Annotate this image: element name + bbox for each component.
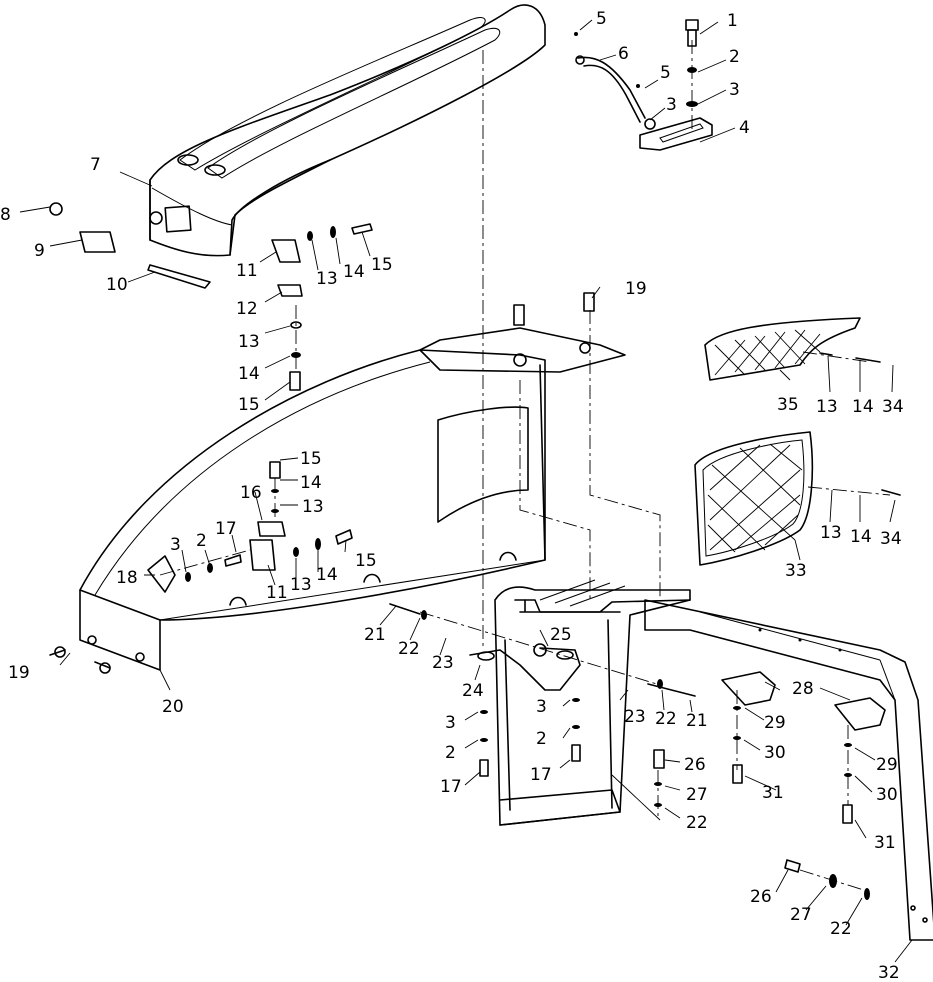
callout-14: 14	[300, 473, 322, 493]
lamp-and-seal	[49, 202, 211, 289]
callout-2: 2	[196, 531, 207, 551]
callout-6: 6	[618, 44, 629, 64]
callout-21: 21	[686, 711, 708, 731]
callout-14: 14	[852, 397, 874, 417]
callout-3: 3	[536, 697, 547, 717]
callout-11: 11	[236, 261, 258, 281]
callout-34: 34	[880, 529, 902, 549]
callout-22: 22	[655, 709, 677, 729]
callout-11: 11	[266, 583, 288, 603]
callout-29: 29	[764, 713, 786, 733]
callout-23: 23	[432, 653, 454, 673]
callout-21: 21	[364, 625, 386, 645]
callout-14: 14	[238, 364, 260, 384]
callout-13: 13	[238, 332, 260, 352]
callout-3: 3	[445, 713, 456, 733]
callout-7: 7	[90, 155, 101, 175]
callout-13: 13	[816, 397, 838, 417]
callout-13: 13	[316, 269, 338, 289]
callout-3: 3	[170, 535, 181, 555]
callout-13: 13	[820, 523, 842, 543]
callout-13: 13	[290, 575, 312, 595]
callout-23: 23	[624, 707, 646, 727]
grill-33	[694, 431, 814, 566]
callout-19: 19	[8, 663, 30, 683]
brackets-28	[721, 671, 886, 824]
callout-labels: 1 2 3 4 5 5 6 3 7 8 9 10 11 13 14 15 12 …	[0, 9, 904, 982]
callout-31: 31	[762, 783, 784, 803]
center-lines	[159, 40, 891, 893]
callout-8: 8	[0, 205, 11, 225]
callout-4: 4	[739, 118, 750, 138]
callout-3: 3	[666, 95, 677, 115]
right-side-frame	[644, 599, 933, 941]
callout-34: 34	[882, 397, 904, 417]
callout-26: 26	[684, 755, 706, 775]
main-fender-panel	[79, 327, 626, 671]
callout-5: 5	[660, 63, 671, 83]
callout-12: 12	[236, 299, 258, 319]
callout-10: 10	[106, 275, 128, 295]
callout-28: 28	[792, 679, 814, 699]
callout-32: 32	[878, 963, 900, 982]
lower-hardware	[49, 292, 901, 900]
callout-22: 22	[830, 919, 852, 939]
callout-1: 1	[727, 11, 738, 31]
grill-35	[704, 317, 861, 381]
callout-17: 17	[530, 765, 552, 785]
callout-2: 2	[445, 743, 456, 763]
step-frame	[469, 579, 691, 826]
mirror-arm-assembly	[575, 55, 713, 151]
callout-22: 22	[686, 813, 708, 833]
callout-15: 15	[300, 449, 322, 469]
callout-14: 14	[850, 527, 872, 547]
callout-30: 30	[876, 785, 898, 805]
callout-27: 27	[686, 785, 708, 805]
callout-2: 2	[536, 729, 547, 749]
callout-17: 17	[440, 777, 462, 797]
callout-5: 5	[596, 9, 607, 29]
callout-13: 13	[302, 497, 324, 517]
callout-29: 29	[876, 755, 898, 775]
callout-35: 35	[777, 395, 799, 415]
callout-24: 24	[462, 681, 484, 701]
callout-3: 3	[729, 80, 740, 100]
callout-25: 25	[550, 625, 572, 645]
hardware-stack-top	[574, 19, 699, 107]
callout-15: 15	[355, 551, 377, 571]
leader-lines	[19, 19, 913, 963]
callout-18: 18	[116, 568, 138, 588]
callout-27: 27	[790, 905, 812, 925]
fender-cover	[149, 4, 546, 257]
callout-9: 9	[34, 241, 45, 261]
callout-14: 14	[316, 565, 338, 585]
callout-30: 30	[764, 743, 786, 763]
callout-33: 33	[785, 561, 807, 581]
callout-2: 2	[729, 47, 740, 67]
callout-17: 17	[215, 519, 237, 539]
mid-bracket-cluster	[147, 461, 353, 593]
callout-31: 31	[874, 833, 896, 853]
callout-22: 22	[398, 639, 420, 659]
callout-26: 26	[750, 887, 772, 907]
callout-15: 15	[371, 255, 393, 275]
callout-19: 19	[625, 279, 647, 299]
callout-16: 16	[240, 483, 262, 503]
callout-14: 14	[343, 262, 365, 282]
callout-20: 20	[162, 697, 184, 717]
callout-15: 15	[238, 395, 260, 415]
fender-brackets	[271, 223, 373, 391]
